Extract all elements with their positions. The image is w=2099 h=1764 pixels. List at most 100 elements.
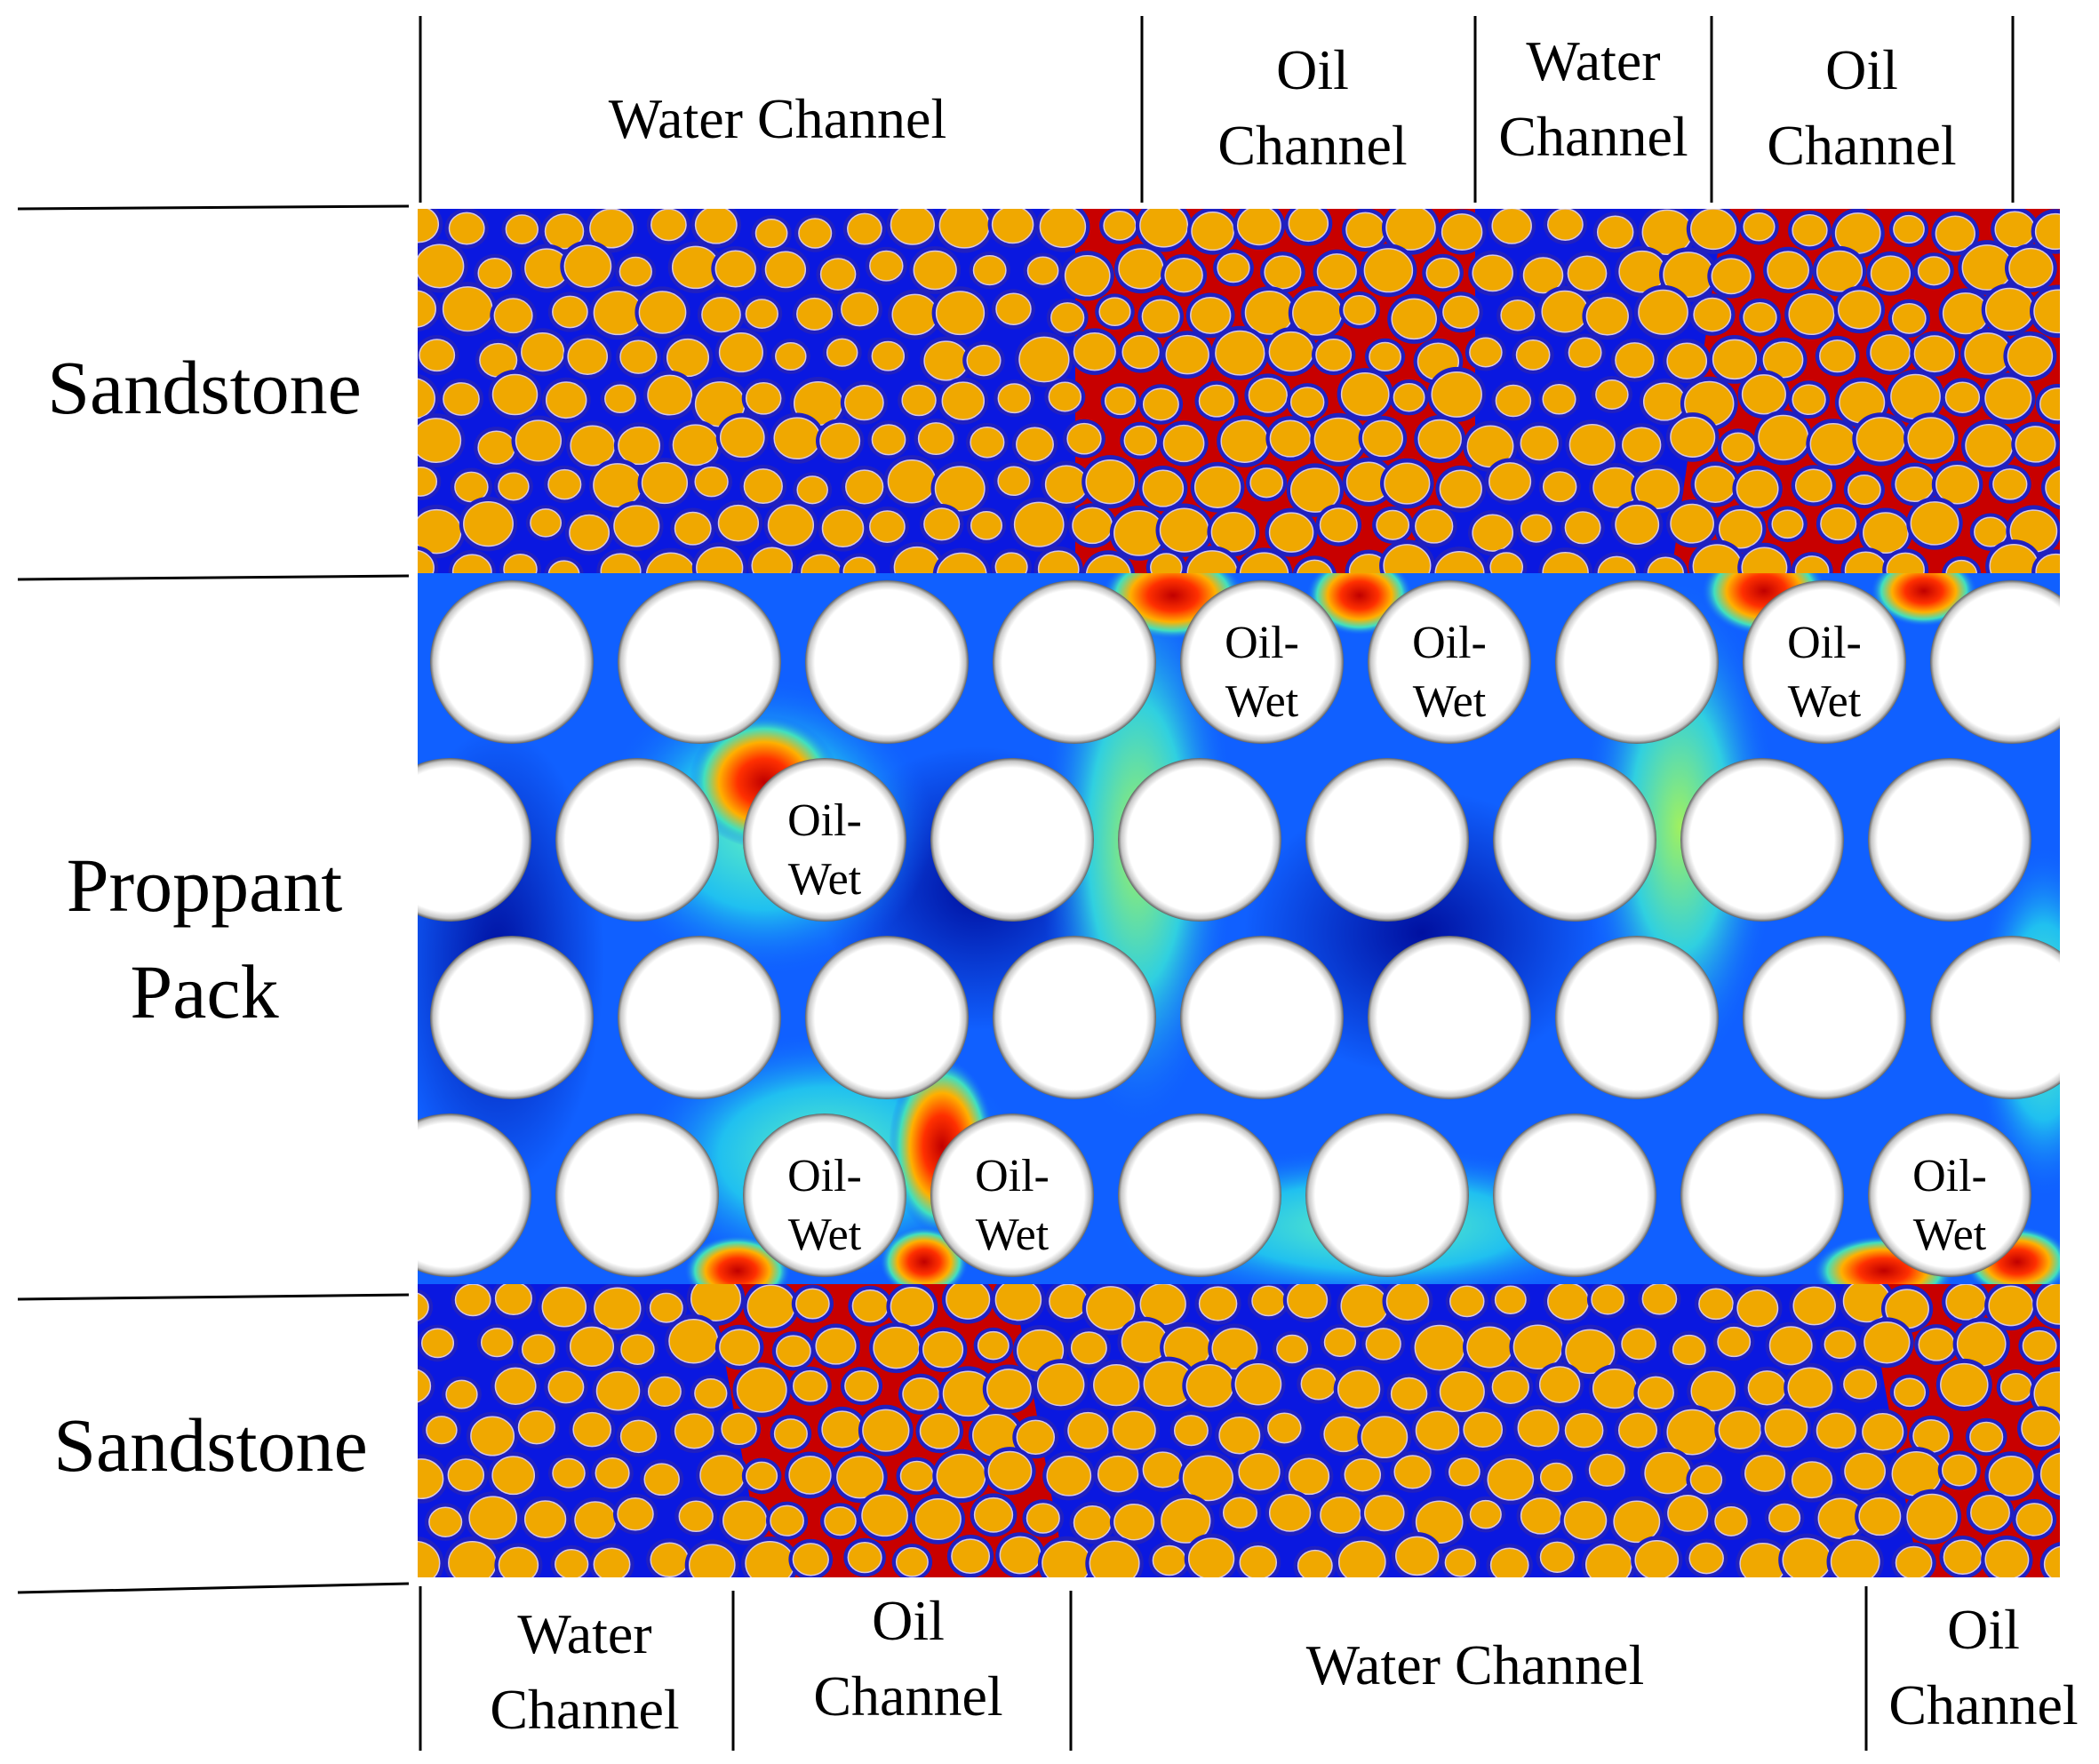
sand-grain xyxy=(448,212,485,245)
proppant-particle xyxy=(1680,758,1844,922)
sand-grain xyxy=(1520,1497,1561,1535)
sand-grain xyxy=(418,1458,444,1500)
sand-grain xyxy=(1036,1363,1085,1407)
sand-grain xyxy=(1215,330,1265,376)
sand-grain xyxy=(1013,501,1065,547)
sand-grain xyxy=(871,424,906,456)
sand-grain xyxy=(419,339,456,372)
sand-grain xyxy=(1870,255,1911,292)
sand-grain xyxy=(1489,1547,1529,1577)
sand-grain xyxy=(515,419,563,462)
sand-grain xyxy=(1621,1328,1656,1361)
sand-grain xyxy=(1442,295,1480,329)
sand-grain xyxy=(1613,1500,1661,1544)
sand-grain xyxy=(754,219,788,249)
sand-grain xyxy=(1592,1368,1638,1409)
sand-grain xyxy=(1988,1455,2034,1497)
sand-grain xyxy=(1743,212,1776,242)
sand-grain xyxy=(1895,466,1935,503)
sand-grain xyxy=(1449,1457,1480,1487)
oil-wet-label: Oil-Wet xyxy=(787,795,862,905)
sand-grain xyxy=(1391,298,1437,340)
proppant-particle xyxy=(743,1113,906,1277)
sand-grain xyxy=(418,209,440,243)
sand-grain xyxy=(1415,1410,1460,1451)
sand-grain xyxy=(1297,1549,1333,1577)
sand-grain xyxy=(1667,1495,1709,1532)
sand-grain xyxy=(1238,1452,1281,1491)
sand-grain xyxy=(1906,1493,1958,1540)
sand-grain xyxy=(1086,1286,1136,1331)
sand-grain xyxy=(448,1540,497,1577)
sand-grain xyxy=(815,1327,857,1365)
sand-grain xyxy=(574,1501,617,1539)
sand-grain xyxy=(589,209,634,249)
sand-grain xyxy=(463,500,514,547)
sand-grain xyxy=(1016,1419,1056,1455)
sand-grain xyxy=(1267,1412,1302,1444)
sand-grain xyxy=(1711,258,1752,295)
sand-grain xyxy=(936,1453,986,1499)
sand-grain xyxy=(418,418,462,464)
sand-grain xyxy=(844,384,884,421)
sand-grain xyxy=(1472,514,1514,552)
sand-grain xyxy=(1741,547,1788,578)
sand-grain xyxy=(1187,1537,1235,1577)
sand-grain xyxy=(494,1284,532,1316)
sand-grain xyxy=(617,1497,654,1531)
layer-label-sandstone-top: Sandstone xyxy=(47,345,362,430)
sand-grain xyxy=(426,1416,458,1445)
sand-grain xyxy=(1489,552,1524,578)
sand-grain xyxy=(1856,417,1906,462)
sand-grain xyxy=(555,1548,589,1577)
sand-grain xyxy=(1864,1321,1911,1364)
sand-grain xyxy=(1688,1542,1724,1575)
sand-grain xyxy=(694,209,738,244)
sand-grain xyxy=(987,1450,1033,1491)
sand-grain xyxy=(1217,252,1250,283)
sand-grain xyxy=(946,1284,991,1320)
sand-grain xyxy=(914,1497,962,1541)
sand-grain xyxy=(468,1496,518,1540)
sand-grain xyxy=(999,1536,1042,1575)
proppant-particle xyxy=(418,1113,531,1277)
sand-grain xyxy=(1417,419,1462,459)
sand-grain xyxy=(593,463,642,508)
sand-grain xyxy=(569,1326,615,1367)
sand-grain xyxy=(773,1418,808,1449)
sand-grain xyxy=(1994,211,2035,248)
proppant-particle xyxy=(1493,1113,1656,1277)
sand-grain xyxy=(1941,1454,1977,1487)
sand-grain xyxy=(1863,512,1909,554)
sand-grain xyxy=(699,1455,746,1497)
sand-grain xyxy=(869,510,906,543)
sand-grain xyxy=(1211,1328,1258,1370)
sand-grain xyxy=(1585,296,1629,336)
sand-grain xyxy=(1940,1362,1989,1407)
sand-grain xyxy=(1689,1465,1723,1495)
sand-grain xyxy=(1830,1539,1880,1577)
sand-grain xyxy=(1642,382,1686,421)
sand-grain xyxy=(2043,1545,2060,1577)
sand-grain xyxy=(1672,1334,1706,1366)
sand-grain xyxy=(1414,1324,1465,1371)
proppant-particle xyxy=(555,1113,719,1277)
sand-grain xyxy=(941,381,986,421)
sand-grain xyxy=(1234,1362,1282,1406)
sand-grain xyxy=(1895,1545,1933,1577)
sand-grain xyxy=(1736,1289,1779,1328)
sand-grain xyxy=(1694,465,1736,504)
sand-grain xyxy=(1173,1415,1209,1447)
proppant-particle xyxy=(1118,758,1281,922)
sand-grain xyxy=(1361,1416,1409,1459)
sand-grain xyxy=(1150,553,1183,578)
sand-grain xyxy=(1743,301,1777,333)
sand-grain xyxy=(919,1412,960,1449)
sand-grain xyxy=(1365,1328,1401,1361)
sand-grain xyxy=(1542,384,1576,415)
proppant-pack-layer: Oil-WetOil-WetOil-WetOil-WetOil-WetOil-W… xyxy=(418,573,2060,1289)
sand-grain xyxy=(1494,1285,1527,1314)
sand-grain xyxy=(1890,373,1941,420)
sand-grain xyxy=(1185,1364,1234,1408)
